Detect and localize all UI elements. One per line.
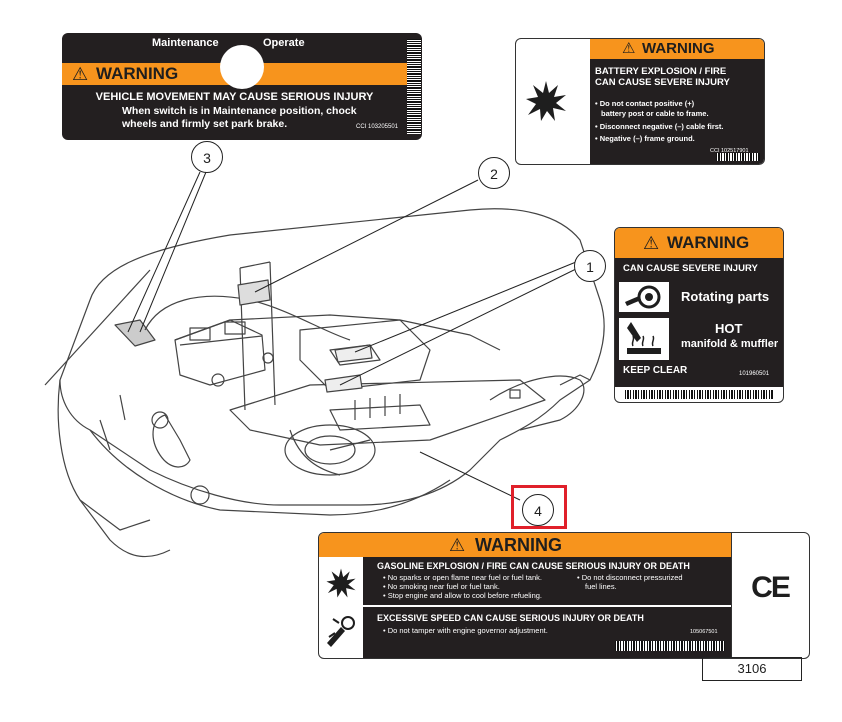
- label-code: 105067501: [690, 629, 718, 635]
- divider: [319, 605, 731, 607]
- speed-governor-icon: [327, 616, 355, 647]
- switch-maintenance-text: Maintenance: [152, 37, 219, 49]
- maintenance-warning-label: Maintenance Operate ⚠ WARNING VEHICLE MO…: [62, 33, 422, 140]
- callout-4: 4: [522, 494, 554, 526]
- hot-surface-icon: [627, 322, 661, 354]
- rotating-parts-warning-label: ⚠ WARNING CAN CAUSE SEVERE INJURY Rotati…: [614, 227, 784, 403]
- hot-icon-box: [619, 318, 669, 360]
- battery-warning-label: ⚠ WARNING BATTERY EXPLOSION / FIRE CAN C…: [515, 38, 765, 165]
- warning-banner-text: WARNING: [475, 535, 562, 555]
- rotating-heading: CAN CAUSE SEVERE INJURY: [623, 263, 758, 274]
- rotating-text-panel: CAN CAUSE SEVERE INJURY Rotating parts H…: [615, 258, 783, 387]
- rotating-parts-text: Rotating parts: [681, 289, 770, 304]
- gasoline-bullet-1: • No sparks or open flame near fuel or f…: [383, 573, 542, 582]
- barcode: [716, 153, 760, 161]
- switch-knob: [220, 45, 264, 89]
- battery-bullet-1: • Do not contact positive (+): [595, 99, 695, 108]
- battery-bullet-2: • Disconnect negative (–) cable first.: [595, 122, 724, 131]
- gasoline-bullet-4: • Do not disconnect pressurized: [577, 573, 683, 582]
- keep-clear-text: KEEP CLEAR: [623, 365, 688, 376]
- warning-triangle-icon: ⚠: [72, 64, 89, 84]
- warning-banner-text: WARNING: [96, 64, 179, 83]
- battery-bullet-1b: battery post or cable to frame.: [601, 109, 709, 118]
- vehicle-movement-heading: VEHICLE MOVEMENT MAY CAUSE SERIOUS INJUR…: [95, 91, 374, 103]
- callout-3: 3: [191, 141, 223, 173]
- barcode: [625, 390, 773, 399]
- label-code: CCI 103205501: [356, 124, 399, 130]
- divider: [731, 533, 733, 658]
- gasoline-bullet-4b: fuel lines.: [585, 582, 617, 591]
- warning-banner: ⚠ WARNING: [590, 39, 764, 59]
- speed-bullet-1: • Do not tamper with engine governor adj…: [383, 626, 548, 635]
- switch-operate-text: Operate: [263, 37, 305, 49]
- explosion-icon: [326, 568, 356, 598]
- explosion-icon: [526, 81, 566, 121]
- barcode: [407, 39, 421, 134]
- rotating-parts-icon: [625, 285, 661, 309]
- hot-text: HOT: [715, 321, 743, 336]
- battery-heading-2: CAN CAUSE SEVERE INJURY: [595, 77, 730, 88]
- maintenance-instruction-2: wheels and firmly set park brake.: [122, 118, 288, 130]
- callout-4-highlight: [511, 485, 567, 529]
- figure-number: 3106: [702, 657, 802, 681]
- gasoline-warning-label: ⚠ WARNING GASOLINE EXPLOSION / FIRE CAN …: [318, 532, 810, 659]
- rotating-parts-icon-box: [619, 282, 669, 312]
- gasoline-bullet-2: • No smoking near fuel or fuel tank.: [383, 582, 500, 591]
- warning-triangle-icon: ⚠: [622, 40, 636, 57]
- warning-banner: ⚠ WARNING: [319, 533, 731, 557]
- warning-banner-text: WARNING: [642, 40, 715, 57]
- warning-banner-text: WARNING: [667, 233, 750, 252]
- callout-1: 1: [574, 250, 606, 282]
- ce-mark: CE: [751, 571, 791, 604]
- warning-triangle-icon: ⚠: [643, 233, 660, 253]
- gasoline-bullet-3: • Stop engine and allow to cool before r…: [383, 591, 542, 600]
- warning-triangle-icon: ⚠: [449, 535, 466, 555]
- manifold-muffler-text: manifold & muffler: [681, 338, 779, 350]
- maintenance-instruction-1: When switch is in Maintenance position, …: [122, 105, 357, 117]
- battery-text-panel: BATTERY EXPLOSION / FIRE CAN CAUSE SEVER…: [590, 59, 764, 164]
- speed-heading: EXCESSIVE SPEED CAN CAUSE SERIOUS INJURY…: [377, 613, 644, 623]
- label-code: 101960501: [739, 371, 770, 377]
- battery-heading-1: BATTERY EXPLOSION / FIRE: [595, 66, 727, 77]
- warning-banner: ⚠ WARNING: [615, 228, 783, 258]
- barcode: [615, 641, 725, 651]
- label-code: CCI 102517901: [710, 148, 749, 154]
- callout-2: 2: [478, 157, 510, 189]
- battery-bullet-3: • Negative (–) frame ground.: [595, 134, 695, 143]
- gasoline-heading: GASOLINE EXPLOSION / FIRE CAN CAUSE SERI…: [377, 561, 690, 571]
